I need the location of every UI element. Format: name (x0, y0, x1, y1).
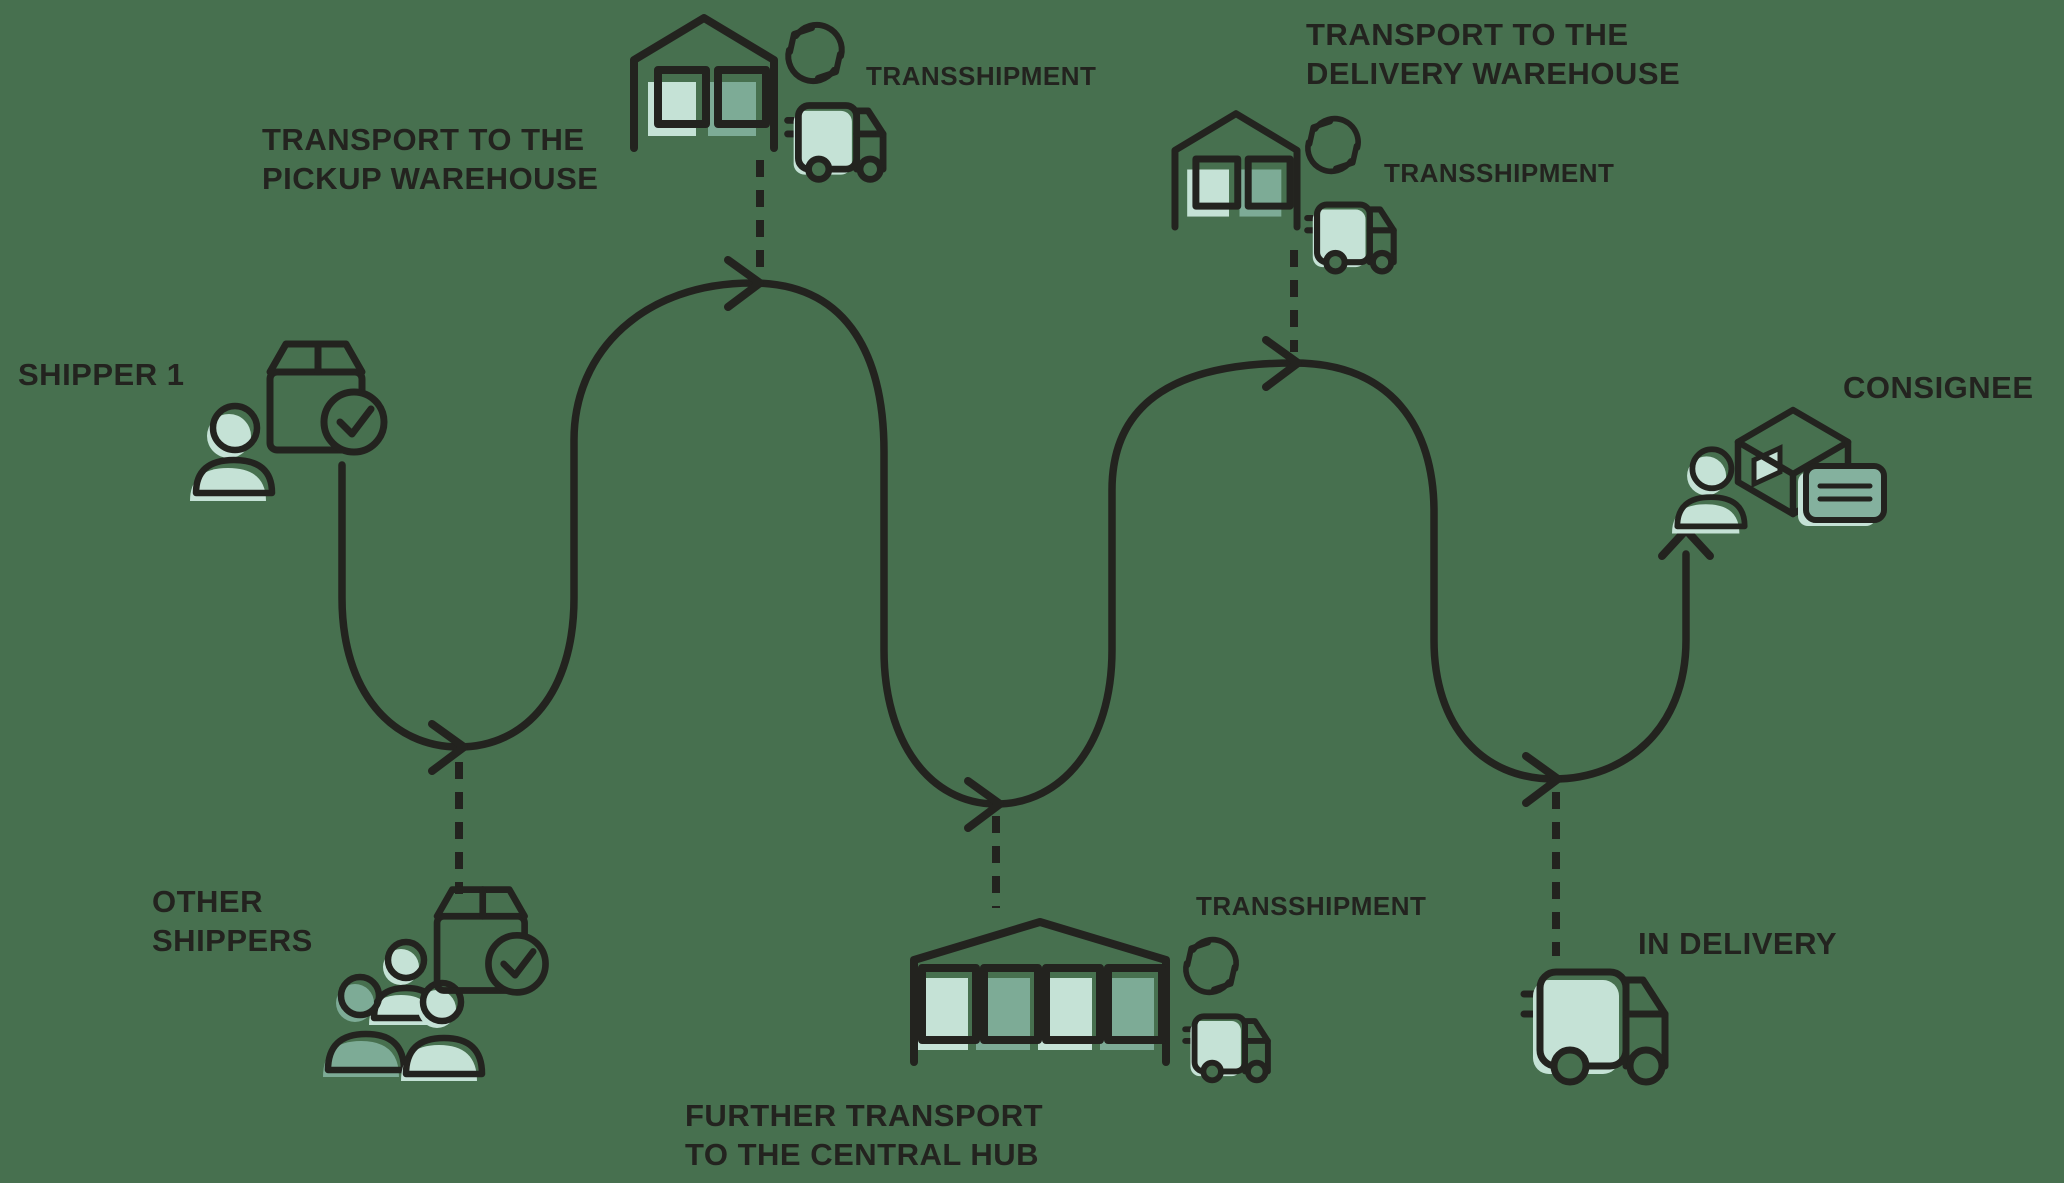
flow-arrow-4-icon (1262, 336, 1302, 391)
transshipment-truck-icon (784, 102, 887, 183)
shipper-package-check-icon (266, 340, 388, 456)
transshipment-arrows-icon (1305, 115, 1361, 175)
central-hub-warehouse-icon (910, 918, 1170, 1066)
transport-to-pickup-warehouse-label: TRANSPORT TO THE PICKUP WAREHOUSE (262, 122, 599, 197)
in-delivery-truck-icon (1520, 968, 1669, 1086)
transshipment-central-hub-label: TRANSSHIPMENT (1196, 891, 1427, 921)
check-circle-icon (320, 388, 388, 456)
pickup-warehouse-icon (630, 14, 778, 152)
transshipment-arrows-icon (1183, 936, 1239, 996)
consignee-delivery-note-icon (1798, 463, 1887, 526)
in-delivery-label: IN DELIVERY (1638, 926, 1837, 961)
other-shippers-group-icon (323, 938, 486, 1081)
transshipment-arrows-icon (785, 21, 845, 85)
flow-arrow-1-icon (428, 720, 468, 775)
further-transport-central-hub-label: FURTHER TRANSPORT TO THE CENTRAL HUB (685, 1098, 1044, 1173)
consignee-label: CONSIGNEE (1843, 370, 2034, 405)
transport-to-delivery-warehouse-label: TRANSPORT TO THE DELIVERY WAREHOUSE (1306, 17, 1681, 92)
flow-arrow-5-icon (1522, 752, 1562, 807)
flow-arrow-3-icon (964, 777, 1004, 832)
delivery-warehouse-icon (1171, 110, 1301, 231)
transshipment-truck-icon (1304, 201, 1397, 275)
route-path (338, 279, 1690, 808)
other-shippers-package-check-icon (433, 886, 549, 996)
other-shippers-label: OTHER SHIPPERS (152, 884, 313, 959)
check-circle-icon (485, 931, 549, 996)
shipper-person-icon (190, 402, 276, 501)
transshipment-pickup-label: TRANSSHIPMENT (866, 61, 1097, 91)
shipper1-label: SHIPPER 1 (18, 357, 185, 392)
transshipment-delivery-label: TRANSSHIPMENT (1384, 158, 1615, 188)
transshipment-truck-icon (1182, 1013, 1271, 1084)
consignee-person-icon (1672, 446, 1748, 534)
flow-arrow-2-icon (724, 256, 764, 311)
